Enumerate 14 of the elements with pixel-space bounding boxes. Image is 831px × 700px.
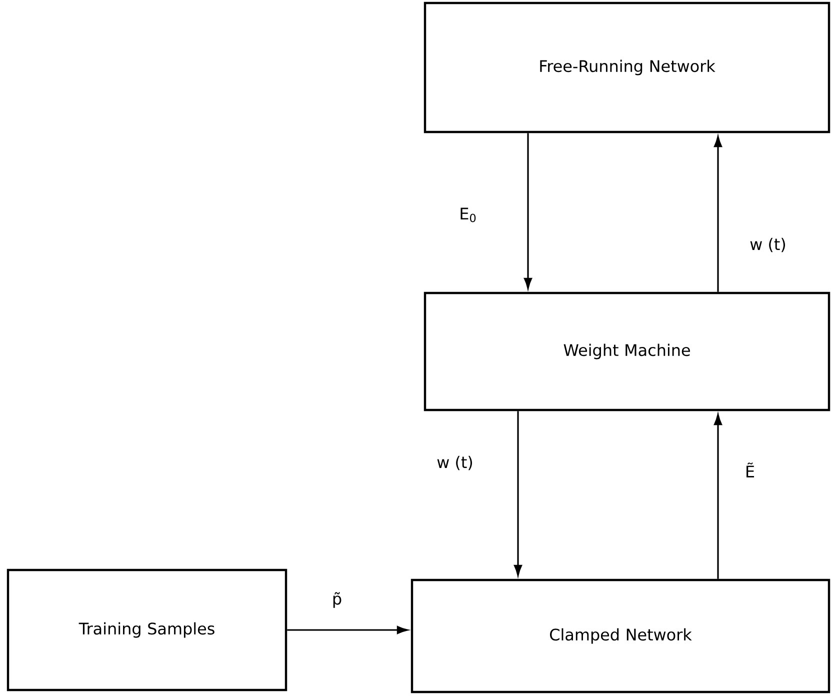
edge-label: p̃ [330,591,344,609]
arrow [714,136,722,292]
arrow [524,133,532,289]
edge-label: E$_{0}$ [458,206,478,224]
edge-label: Ẽ [744,462,756,478]
edge-label: w (t) [436,454,474,472]
edge-label: w (t) [748,236,788,254]
process-box: Training Samples [6,568,288,692]
process-box: Clamped Network [410,578,830,694]
arrow [714,414,722,579]
process-box: Free-Running Network [424,2,830,134]
arrow [514,411,522,576]
arrow [287,626,408,634]
process-box: Weight Machine [424,292,830,412]
